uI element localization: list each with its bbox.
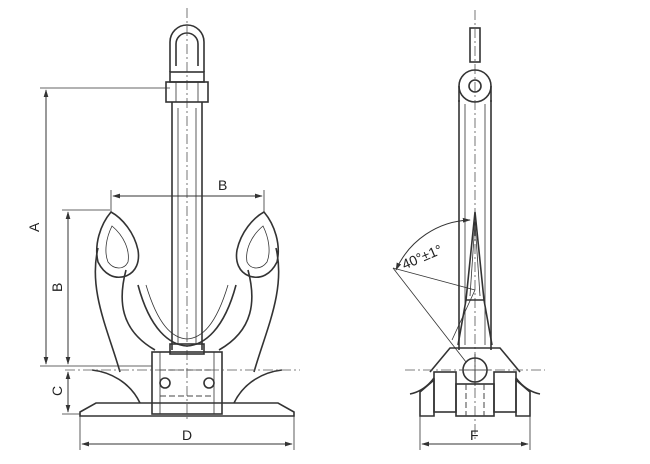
- dimension-B-height-label: B: [49, 283, 65, 292]
- front-shackle: [165, 8, 209, 420]
- front-arms: [94, 210, 280, 373]
- dimension-F: F: [419, 416, 531, 450]
- dimension-A-label: A: [26, 222, 42, 232]
- section-hatch-right: [493, 371, 517, 413]
- front-base: [65, 369, 300, 417]
- dimension-B-height: B: [49, 209, 110, 365]
- dimension-C-label: C: [49, 386, 65, 396]
- angle-annotation: 40°±1°: [392, 217, 476, 363]
- side-view: 40°±1° F: [392, 10, 545, 450]
- side-shackle: [458, 10, 492, 440]
- section-hatch-left: [433, 371, 457, 413]
- dimension-B-width: B: [110, 177, 265, 212]
- dimension-A: A: [26, 87, 170, 367]
- dimension-D-label: D: [182, 427, 192, 443]
- side-crown: [405, 347, 545, 417]
- dimension-B-width-label: B: [218, 177, 227, 193]
- dimension-C: C: [49, 371, 80, 415]
- angle-label: 40°±1°: [399, 241, 444, 272]
- dimension-F-label: F: [470, 427, 479, 443]
- dimension-D: D: [79, 416, 295, 450]
- front-view: A B B C D: [26, 8, 300, 450]
- front-shank: [171, 102, 203, 350]
